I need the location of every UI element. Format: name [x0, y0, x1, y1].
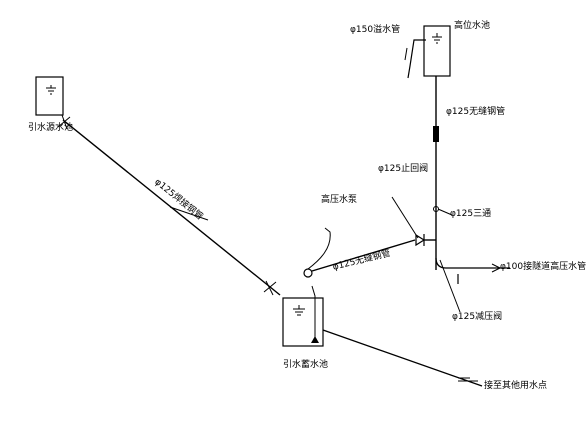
- outlet-pipe-line: [322, 329, 483, 387]
- arrow-icon: [491, 263, 501, 273]
- valve-icon: [57, 114, 71, 130]
- label-to-other-users: 接至其他用水点: [484, 381, 548, 391]
- pipe-marker: [433, 126, 439, 142]
- source-pool-tank: [35, 76, 64, 116]
- check-valve-icon: [391, 196, 426, 247]
- pipe-label-leader: [169, 206, 209, 221]
- label-source-pool: 引水源水池: [28, 123, 74, 133]
- label-high-pressure-pump: 高压水泵: [321, 195, 358, 205]
- label-high-pool: 高位水池: [454, 21, 491, 31]
- high-pool-tank: [404, 25, 451, 79]
- label-overflow-pipe: φ150溢水管: [350, 25, 401, 35]
- label-tunnel-pipe: φ100接隧道高压水管: [500, 262, 586, 272]
- label-storage-pool: 引水蓄水池: [283, 360, 329, 370]
- seamless-pipe-low-line: [311, 239, 416, 272]
- tunnel-branch-line: [435, 257, 510, 269]
- label-tee: φ125三通: [450, 209, 492, 219]
- reducer-valve-leader: [439, 259, 461, 313]
- valve-icon: [263, 280, 277, 296]
- tee-leader: [437, 208, 453, 216]
- label-pressure-reducer: φ125减压阀: [452, 312, 503, 322]
- arrow-icon: [458, 377, 478, 382]
- label-seamless-pipe-up: φ125无缝钢管: [446, 107, 506, 117]
- storage-pool-tank: [282, 285, 324, 347]
- pump-icon: [303, 227, 331, 278]
- label-check-valve: φ125止回阀: [378, 164, 429, 174]
